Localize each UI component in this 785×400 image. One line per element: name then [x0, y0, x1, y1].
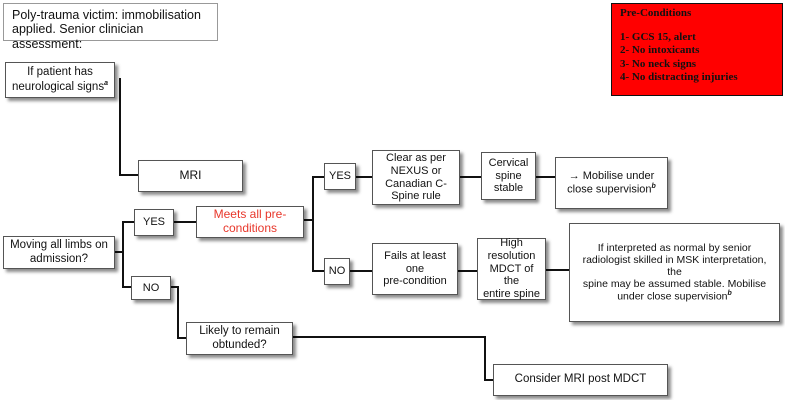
precondition-item: 3- No neck signs — [620, 57, 697, 70]
mobilise-box: → Mobilise under close supervisionb — [555, 157, 668, 209]
clear-line3: Canadian C- — [385, 177, 447, 190]
no-main-label: NO — [142, 281, 160, 294]
title-box: Poly-trauma victim: immobilisation appli… — [3, 3, 218, 51]
meets-line1: Meets all pre- — [213, 207, 287, 222]
neuro-line2: neurological signs — [12, 80, 105, 93]
interp-line3: spine may be assumed stable. Mobilise — [582, 278, 767, 291]
obtunded-line1: Likely to remain — [199, 325, 280, 338]
footnote-b: b — [727, 290, 732, 298]
consider-mri-box: Consider MRI post MDCT — [493, 364, 668, 396]
moving-limbs-box: Moving all limbs on admission? — [3, 236, 115, 269]
interpretation-box: If interpreted as normal by senior radio… — [569, 223, 780, 322]
meets-preconditions-box: Meets all pre- conditions — [196, 206, 304, 238]
neuro-signs-box: If patient has neurological signsa — [5, 62, 115, 98]
mobilise-line1: → Mobilise under — [568, 170, 655, 183]
yes-branch-box: YES — [324, 163, 356, 190]
consider-label: Consider MRI post MDCT — [514, 373, 647, 386]
mdct-line4: entire spine — [483, 287, 540, 300]
mobilise-line2: close supervision — [567, 183, 652, 196]
moving-line2: admission? — [29, 252, 89, 265]
yes-branch-label: YES — [329, 170, 352, 183]
interp-line2: radiologist skilled in MSK interpretatio… — [582, 254, 767, 279]
mdct-box: High resolution MDCT of the entire spine — [477, 237, 546, 300]
cervical-stable-box: Cervical spine stable — [481, 152, 536, 200]
footnote-b: b — [651, 182, 656, 190]
obtunded-line2: obtunded? — [212, 338, 267, 351]
clear-line4: Spine rule — [391, 190, 441, 203]
no-branch-label: NO — [328, 265, 346, 278]
meets-line2: conditions — [222, 221, 278, 235]
mri-box: MRI — [138, 160, 243, 192]
mri-label: MRI — [179, 168, 202, 183]
clear-line2: NEXUS or — [390, 164, 442, 177]
fails-line1: Fails at least one — [384, 250, 446, 275]
cervical-line1: Cervical — [488, 157, 529, 170]
mdct-line3: MDCT of the — [489, 262, 534, 288]
footnote-a: a — [104, 79, 108, 87]
clear-nexus-box: Clear as per NEXUS or Canadian C- Spine … — [372, 150, 460, 205]
fails-precondition-box: Fails at least one pre-condition — [372, 243, 458, 295]
fails-line2: pre-condition — [383, 275, 447, 288]
interp-line4: under close supervision — [617, 290, 728, 303]
moving-line1: Moving all limbs on — [10, 239, 108, 252]
interp-line1: If interpreted as normal by senior — [597, 242, 752, 255]
mdct-line2: resolution — [487, 250, 536, 263]
precondition-item: 2- No intoxicants — [620, 44, 700, 57]
title-line2: applied. Senior clinician assessment: — [12, 22, 144, 51]
precondition-item: 1- GCS 15, alert — [620, 31, 696, 44]
clear-line1: Clear as per — [386, 152, 446, 165]
title-line1: Poly-trauma victim: immobilisation — [12, 8, 201, 22]
mdct-line1: High — [500, 237, 523, 250]
preconditions-heading: Pre-Conditions — [620, 7, 692, 19]
no-branch-box: NO — [324, 258, 350, 285]
yes-main-box: YES — [134, 209, 174, 236]
preconditions-box: Pre-Conditions 1- GCS 15, alert 2- No in… — [611, 3, 783, 96]
yes-main-label: YES — [142, 216, 165, 229]
obtunded-box: Likely to remain obtunded? — [186, 322, 293, 355]
cervical-line2: spine — [495, 169, 522, 182]
neuro-line1: If patient has — [27, 66, 93, 79]
no-main-box: NO — [131, 276, 171, 300]
precondition-item: 4- No distracting injuries — [620, 70, 738, 83]
cervical-line3: stable — [493, 182, 524, 195]
